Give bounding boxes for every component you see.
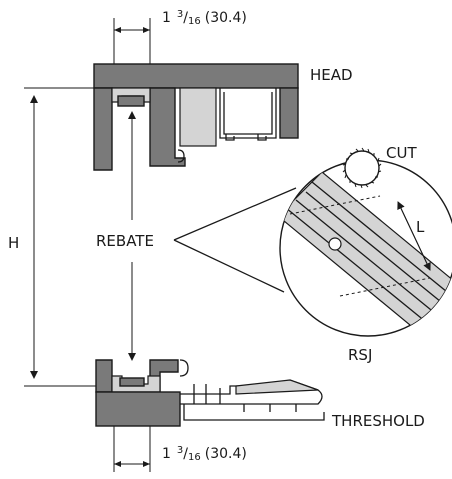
cut-label: CUT	[386, 144, 417, 162]
rebate-label: REBATE	[96, 232, 154, 250]
detail-callout	[173, 187, 297, 293]
height-label: H	[8, 234, 19, 252]
rsj-label: RSJ	[348, 346, 372, 364]
rsj-detail	[279, 159, 452, 337]
length-label: L	[416, 218, 425, 236]
head-label: HEAD	[310, 66, 353, 84]
head-section	[93, 63, 299, 171]
saw-blade-icon	[342, 147, 382, 189]
threshold-section	[95, 359, 325, 427]
threshold-label: THRESHOLD	[331, 412, 425, 430]
height-dimension	[24, 87, 100, 387]
